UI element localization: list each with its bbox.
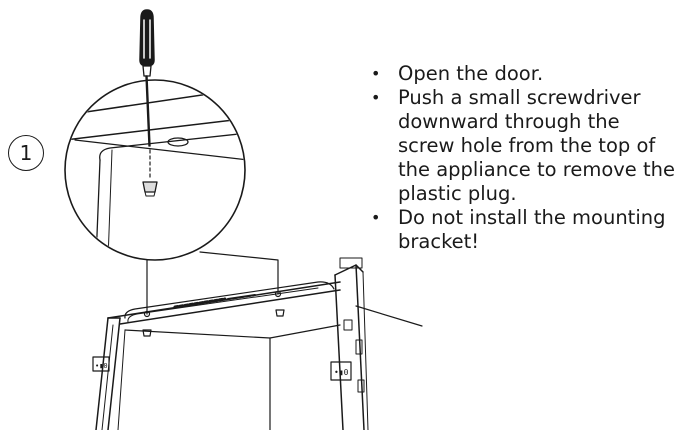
instruction-text: Open the door.	[398, 62, 544, 85]
callout-lines	[146, 251, 279, 315]
bullet-icon: •	[371, 208, 381, 227]
bullet-icon: •	[371, 64, 381, 83]
svg-text:•▮0: •▮0	[334, 368, 349, 377]
bullet-icon: •	[371, 88, 381, 107]
detail-magnifier	[64, 79, 246, 261]
instruction-text: Do not install the mounting bracket!	[398, 206, 666, 253]
instruction-item: • Open the door.	[368, 62, 680, 86]
svg-text:•▮0: •▮0	[95, 362, 108, 370]
instruction-item: • Do not install the mounting bracket!	[368, 206, 680, 254]
plastic-plug	[142, 309, 285, 337]
screwdriver-icon	[139, 9, 155, 147]
instruction-text: Push a small screwdriver downward throug…	[398, 86, 675, 205]
step-number-badge: 1	[8, 135, 44, 171]
instruction-item: • Push a small screwdriver downward thro…	[368, 86, 680, 206]
door-hinge: •▮0 •▮0	[92, 339, 365, 393]
instruction-list: • Open the door. • Push a small screwdri…	[368, 62, 680, 254]
appliance-frame	[95, 257, 423, 430]
